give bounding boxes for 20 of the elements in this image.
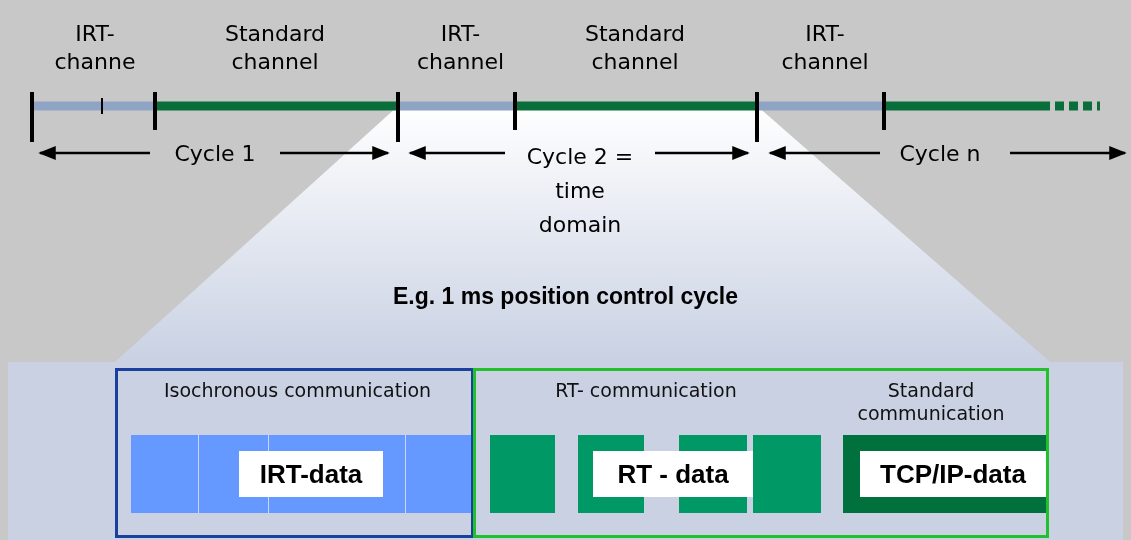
data-label: RT - data bbox=[593, 451, 753, 497]
cycle-label: Cycle 2 = time domain bbox=[525, 143, 635, 239]
group-panel bbox=[473, 368, 1049, 538]
data-bar bbox=[131, 435, 471, 513]
data-bar bbox=[843, 435, 1046, 513]
data-label: TCP/IP-data bbox=[860, 451, 1046, 497]
channel-label: Standard channel bbox=[583, 20, 687, 76]
channel-label: IRT- channel bbox=[780, 20, 870, 76]
channel-label: IRT- channel bbox=[415, 20, 506, 76]
heading: E.g. 1 ms position control cycle bbox=[391, 282, 740, 310]
cycle-label: Cycle n bbox=[898, 140, 982, 168]
data-label: IRT-data bbox=[239, 451, 383, 497]
group-panel bbox=[115, 368, 474, 538]
panel-title: Isochronous communication bbox=[162, 379, 433, 402]
panel-title: Standard communication bbox=[856, 379, 1006, 425]
panel-title: RT- communication bbox=[554, 379, 738, 402]
channel-label: IRT- channe bbox=[53, 20, 137, 76]
channel-label: Standard channel bbox=[223, 20, 327, 76]
cycle-label: Cycle 1 bbox=[173, 140, 257, 168]
data-frames bbox=[490, 435, 821, 513]
